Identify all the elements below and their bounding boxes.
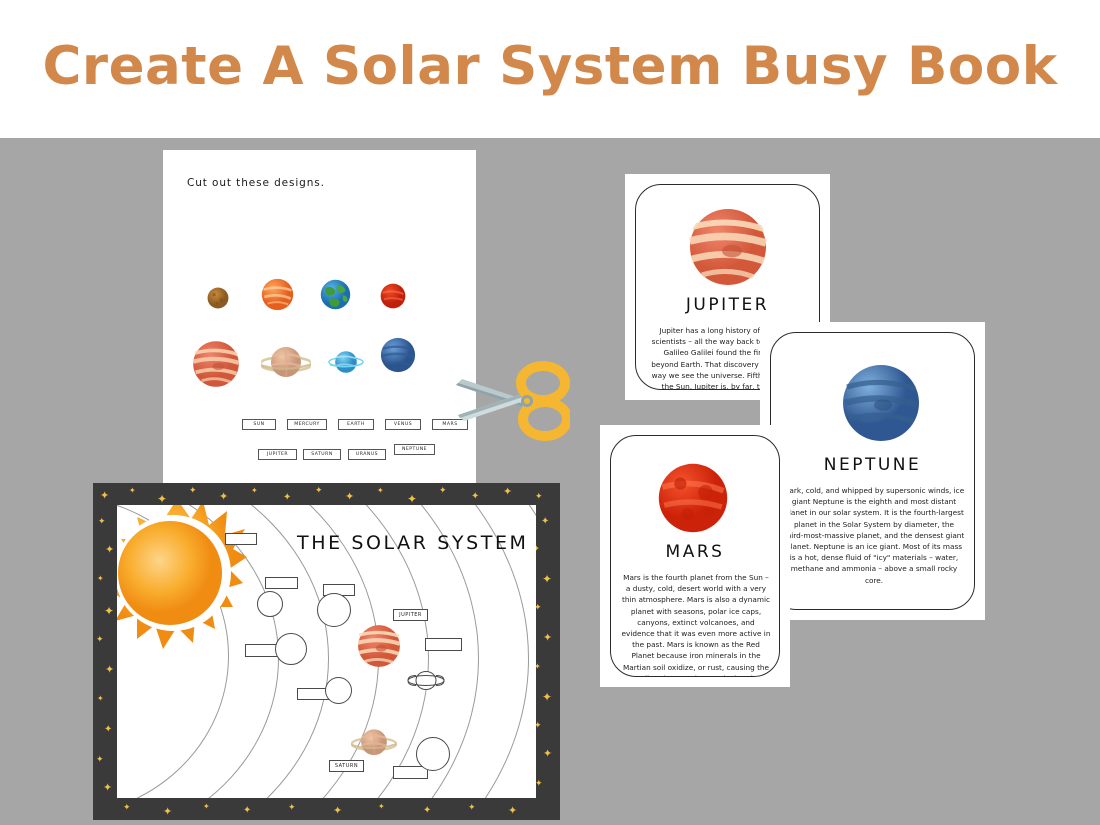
card-mars-title: MARS [665, 542, 725, 562]
card-neptune: NEPTUNE Dark, cold, and whipped by super… [760, 322, 985, 620]
cutout-label-earth[interactable]: EARTH [338, 419, 374, 430]
scissors-icon [456, 361, 570, 441]
card-mars-body: Mars is the fourth planet from the Sun –… [621, 573, 771, 676]
card-planet-neptune [843, 365, 919, 441]
poster-blank-label-2[interactable] [265, 577, 298, 589]
cutout-label-jupiter[interactable]: JUPITER [258, 449, 297, 460]
header-band [0, 0, 1100, 138]
page-title: Create A Solar System Busy Book [42, 36, 1058, 97]
cutout-label-sun[interactable]: SUN [242, 419, 276, 430]
cutout-label-neptune[interactable]: NEPTUNE [394, 444, 435, 455]
planet-venus [261, 278, 294, 311]
card-mars: MARS Mars is the fourth planet from the … [600, 425, 790, 687]
planet-uranus [328, 351, 364, 373]
poster-label-jupiter[interactable]: JUPITER [393, 609, 428, 621]
solar-system-poster: ✦ ✦ ✦ ✦ ✦ ✦ ✦ ✦ ✦ ✦ ✦ ✦ ✦ ✦ ✦ ✦ ✦ ✦ ✦ ✦ … [93, 483, 560, 820]
planet-neptune [380, 337, 416, 373]
poster-page: THE SOLAR SYSTEM [117, 505, 536, 798]
cutout-label-mercury[interactable]: MERCURY [287, 419, 327, 430]
planet-saturn [261, 347, 311, 378]
poster-blank-circle-4[interactable] [325, 677, 352, 704]
card-jupiter-title: JUPITER [685, 295, 770, 315]
cutout-worksheet: Cut out these designs. [163, 150, 476, 485]
card-neptune-title: NEPTUNE [823, 455, 922, 475]
poster-planet-saturn[interactable] [351, 726, 397, 762]
poster-title: THE SOLAR SYSTEM [297, 532, 529, 554]
poster-blank-label-6[interactable] [425, 638, 462, 651]
card-mars-frame: MARS Mars is the fourth planet from the … [610, 435, 780, 677]
poster-blank-circle-2[interactable] [317, 593, 351, 627]
poster-saturn-outline[interactable] [404, 668, 448, 693]
card-jupiter-body: Jupiter has a long history of surprising… [651, 326, 807, 390]
poster-planet-jupiter[interactable] [357, 624, 401, 668]
card-jupiter-frame: JUPITER Jupiter has a long history of su… [635, 184, 820, 390]
sun-illustration [117, 505, 247, 649]
poster-blank-circle-5[interactable] [416, 737, 450, 771]
cutout-label-saturn[interactable]: SATURN [303, 449, 341, 460]
worksheet-instruction: Cut out these designs. [187, 177, 325, 189]
poster-blank-label-1[interactable] [225, 533, 257, 545]
planet-mercury [207, 287, 229, 309]
cutout-label-uranus[interactable]: URANUS [348, 449, 386, 460]
cutout-label-mars[interactable]: MARS [432, 419, 468, 430]
card-planet-jupiter [689, 209, 768, 285]
card-planet-mars [658, 463, 728, 533]
planet-earth [320, 279, 351, 310]
poster-label-saturn[interactable]: SATURN [329, 760, 364, 772]
cutout-label-venus[interactable]: VENUS [385, 419, 421, 430]
card-neptune-body: Dark, cold, and whipped by supersonic wi… [783, 486, 965, 585]
poster-blank-circle-3[interactable] [275, 633, 307, 665]
poster-blank-label-4[interactable] [245, 644, 278, 657]
poster-blank-circle-1[interactable] [257, 591, 283, 617]
planet-jupiter [192, 341, 240, 387]
planet-mars [380, 283, 406, 309]
poster-blank-label-7[interactable] [393, 766, 428, 779]
card-neptune-frame: NEPTUNE Dark, cold, and whipped by super… [770, 332, 975, 610]
